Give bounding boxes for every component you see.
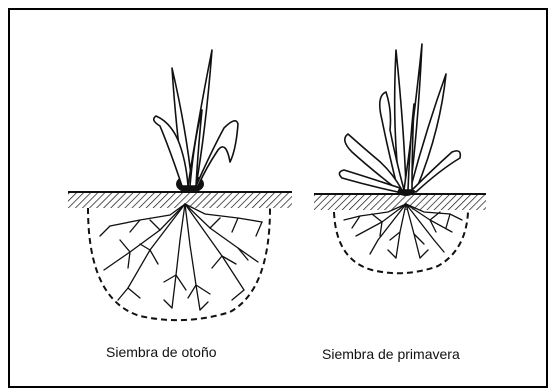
autumn-caption: Siembra de otoño (106, 344, 217, 360)
autumn-roots (100, 204, 262, 310)
spring-leaves (339, 44, 460, 192)
autumn-soil-surface (68, 192, 292, 208)
autumn-leaves (154, 50, 238, 186)
spring-caption: Siembra de primavera (322, 346, 460, 362)
root-depth-illustration (0, 0, 550, 378)
autumn-plant-diagram (68, 50, 292, 320)
spring-roots (344, 204, 462, 258)
spring-plant-diagram (314, 44, 486, 273)
spring-soil-surface (314, 194, 486, 210)
